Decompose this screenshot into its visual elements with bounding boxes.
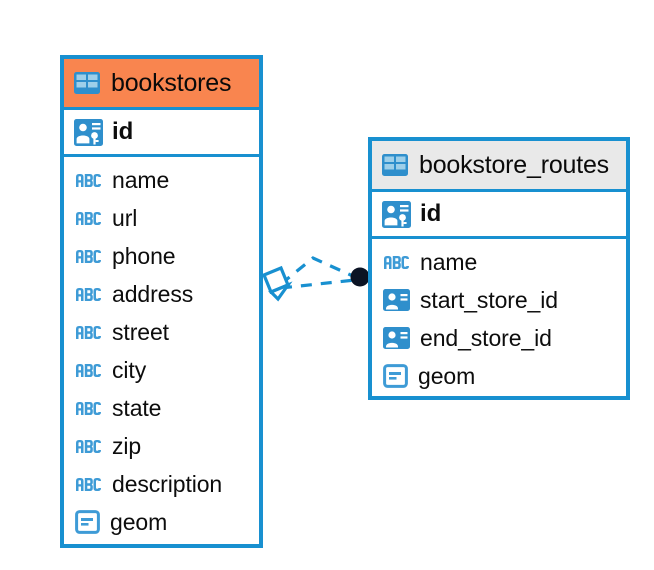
entity-header-bookstore-routes[interactable]: bookstore_routes xyxy=(372,141,626,192)
field-row-name[interactable]: name xyxy=(372,243,626,281)
field-row-end-store-id[interactable]: end_store_id xyxy=(372,319,626,357)
entity-header-bookstores[interactable]: bookstores xyxy=(64,59,259,110)
field-label-geom: geom xyxy=(110,508,168,535)
connector-target-endpoint xyxy=(350,267,370,287)
field-list-bookstores: name url xyxy=(64,157,259,541)
field-row-start-store-id[interactable]: start_store_id xyxy=(372,281,626,319)
geometry-icon xyxy=(383,364,408,388)
field-label-start-store-id: start_store_id xyxy=(420,286,558,313)
field-label-url: url xyxy=(112,204,138,231)
abc-text-icon xyxy=(75,287,102,302)
field-label-name: name xyxy=(420,248,478,275)
field-label-geom: geom xyxy=(418,362,476,389)
field-list-bookstore-routes: name start_store_id xyxy=(372,239,626,395)
abc-text-icon xyxy=(75,439,102,454)
field-row-zip[interactable]: zip xyxy=(64,427,259,465)
foreign-key-icon xyxy=(383,327,410,349)
field-label-zip: zip xyxy=(112,432,142,459)
field-label-id: id xyxy=(420,200,442,227)
field-row-street[interactable]: street xyxy=(64,313,259,351)
field-row-id[interactable]: id xyxy=(64,110,259,157)
field-label-city: city xyxy=(112,356,147,383)
connector-line-lower xyxy=(280,278,356,290)
abc-text-icon xyxy=(75,325,102,340)
field-label-name: name xyxy=(112,166,170,193)
connector-source-endpoint xyxy=(261,265,293,302)
table-icon xyxy=(74,72,100,94)
field-row-description[interactable]: description xyxy=(64,465,259,503)
field-row-geom[interactable]: geom xyxy=(64,503,259,541)
entity-bookstores[interactable]: bookstores id xyxy=(60,55,263,548)
abc-text-icon xyxy=(75,477,102,492)
foreign-key-icon xyxy=(383,289,410,311)
field-row-url[interactable]: url xyxy=(64,199,259,237)
geometry-icon xyxy=(75,510,100,534)
field-label-id: id xyxy=(112,118,134,145)
abc-text-icon xyxy=(383,255,410,270)
field-label-phone: phone xyxy=(112,242,176,269)
entity-title-bookstores: bookstores xyxy=(111,68,232,97)
field-label-state: state xyxy=(112,394,162,421)
field-label-address: address xyxy=(112,280,194,307)
entity-title-bookstore-routes: bookstore_routes xyxy=(419,150,609,179)
primary-key-icon xyxy=(382,200,411,228)
field-label-description: description xyxy=(112,470,223,497)
field-row-id[interactable]: id xyxy=(372,192,626,239)
field-row-geom[interactable]: geom xyxy=(372,357,626,395)
entity-bookstore-routes[interactable]: bookstore_routes id xyxy=(368,137,630,400)
connector-line-upper xyxy=(279,256,356,286)
abc-text-icon xyxy=(75,249,102,264)
field-label-end-store-id: end_store_id xyxy=(420,324,552,351)
abc-text-icon xyxy=(75,173,102,188)
abc-text-icon xyxy=(75,401,102,416)
field-row-city[interactable]: city xyxy=(64,351,259,389)
primary-key-icon xyxy=(74,118,103,146)
field-row-state[interactable]: state xyxy=(64,389,259,427)
abc-text-icon xyxy=(75,363,102,378)
field-row-name[interactable]: name xyxy=(64,161,259,199)
abc-text-icon xyxy=(75,211,102,226)
field-row-address[interactable]: address xyxy=(64,275,259,313)
field-label-street: street xyxy=(112,318,169,345)
field-row-phone[interactable]: phone xyxy=(64,237,259,275)
table-icon xyxy=(382,154,408,176)
